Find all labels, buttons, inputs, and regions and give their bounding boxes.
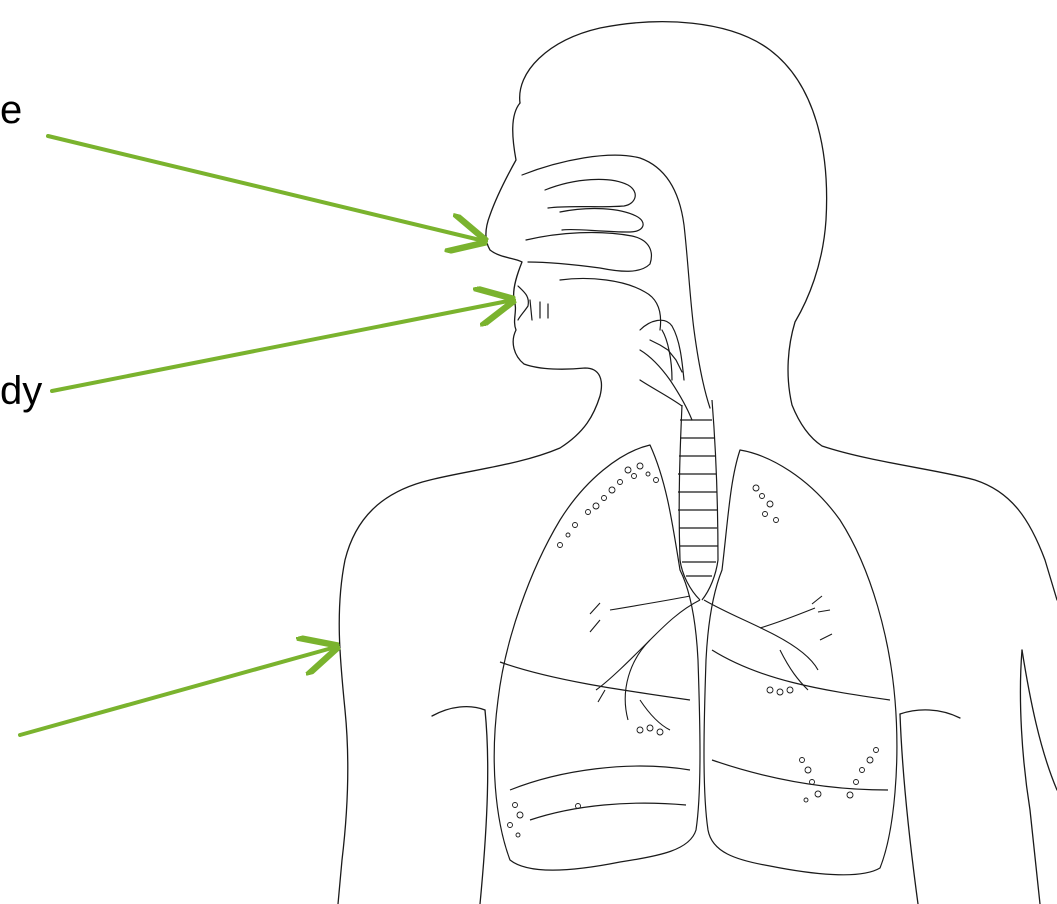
arrows: [20, 136, 508, 735]
body-outline: [338, 22, 1057, 904]
right-arm-line: [1022, 650, 1057, 790]
right-torso: [1020, 650, 1040, 904]
arrow-to-nose: [48, 136, 480, 240]
alveoli-clusters: [508, 463, 879, 837]
arrow-to-mouth: [52, 301, 508, 391]
trachea: [678, 400, 718, 600]
face-profile: [338, 103, 601, 904]
right-lung: [704, 450, 897, 875]
arrow-to-chest: [20, 648, 332, 735]
nasal-cavity: [518, 155, 710, 420]
bronchi: [590, 596, 832, 730]
head-outline: [520, 22, 1057, 600]
